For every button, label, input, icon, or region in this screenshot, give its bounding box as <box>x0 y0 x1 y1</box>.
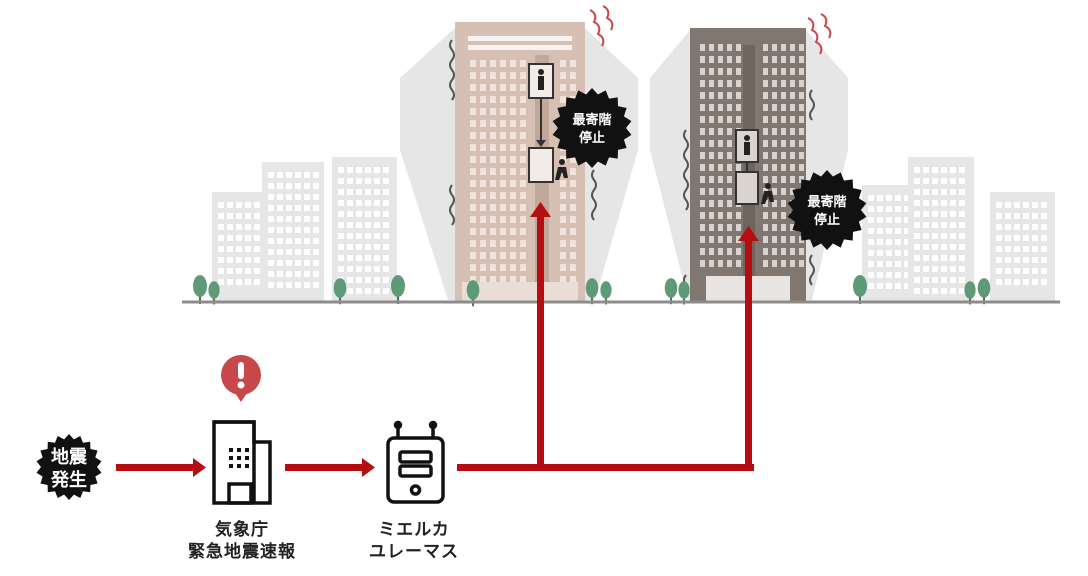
earthquake-burst-icon <box>36 88 867 500</box>
left-badge-line2: 停止 <box>579 130 605 146</box>
person-icon <box>538 69 774 204</box>
flow-arrows <box>116 202 759 477</box>
shake-lines-icon <box>449 5 832 296</box>
start-badge-line2: 発生 <box>50 469 87 491</box>
right-badge-line2: 停止 <box>814 212 840 228</box>
device-label: ミエルカ ユレーマス <box>352 519 476 563</box>
building-left <box>455 22 585 302</box>
start-badge-line1: 地震 <box>51 446 88 468</box>
device-label-line1: ミエルカ <box>378 520 450 540</box>
left-badge-line1: 最寄階 <box>572 112 611 128</box>
alert-pin-icon <box>221 355 261 402</box>
trees <box>193 275 991 307</box>
agency-label-line1: 気象庁 <box>215 520 269 540</box>
right-badge-line1: 最寄階 <box>807 194 846 210</box>
elevator-device-icon <box>386 420 445 504</box>
agency-building-icon <box>212 420 272 505</box>
agency-label: 気象庁 緊急地震速報 <box>180 519 304 563</box>
background-city <box>212 157 1055 302</box>
agency-label-line2: 緊急地震速報 <box>188 542 296 562</box>
device-label-line2: ユレーマス <box>369 542 459 562</box>
agency-windows <box>229 448 249 468</box>
